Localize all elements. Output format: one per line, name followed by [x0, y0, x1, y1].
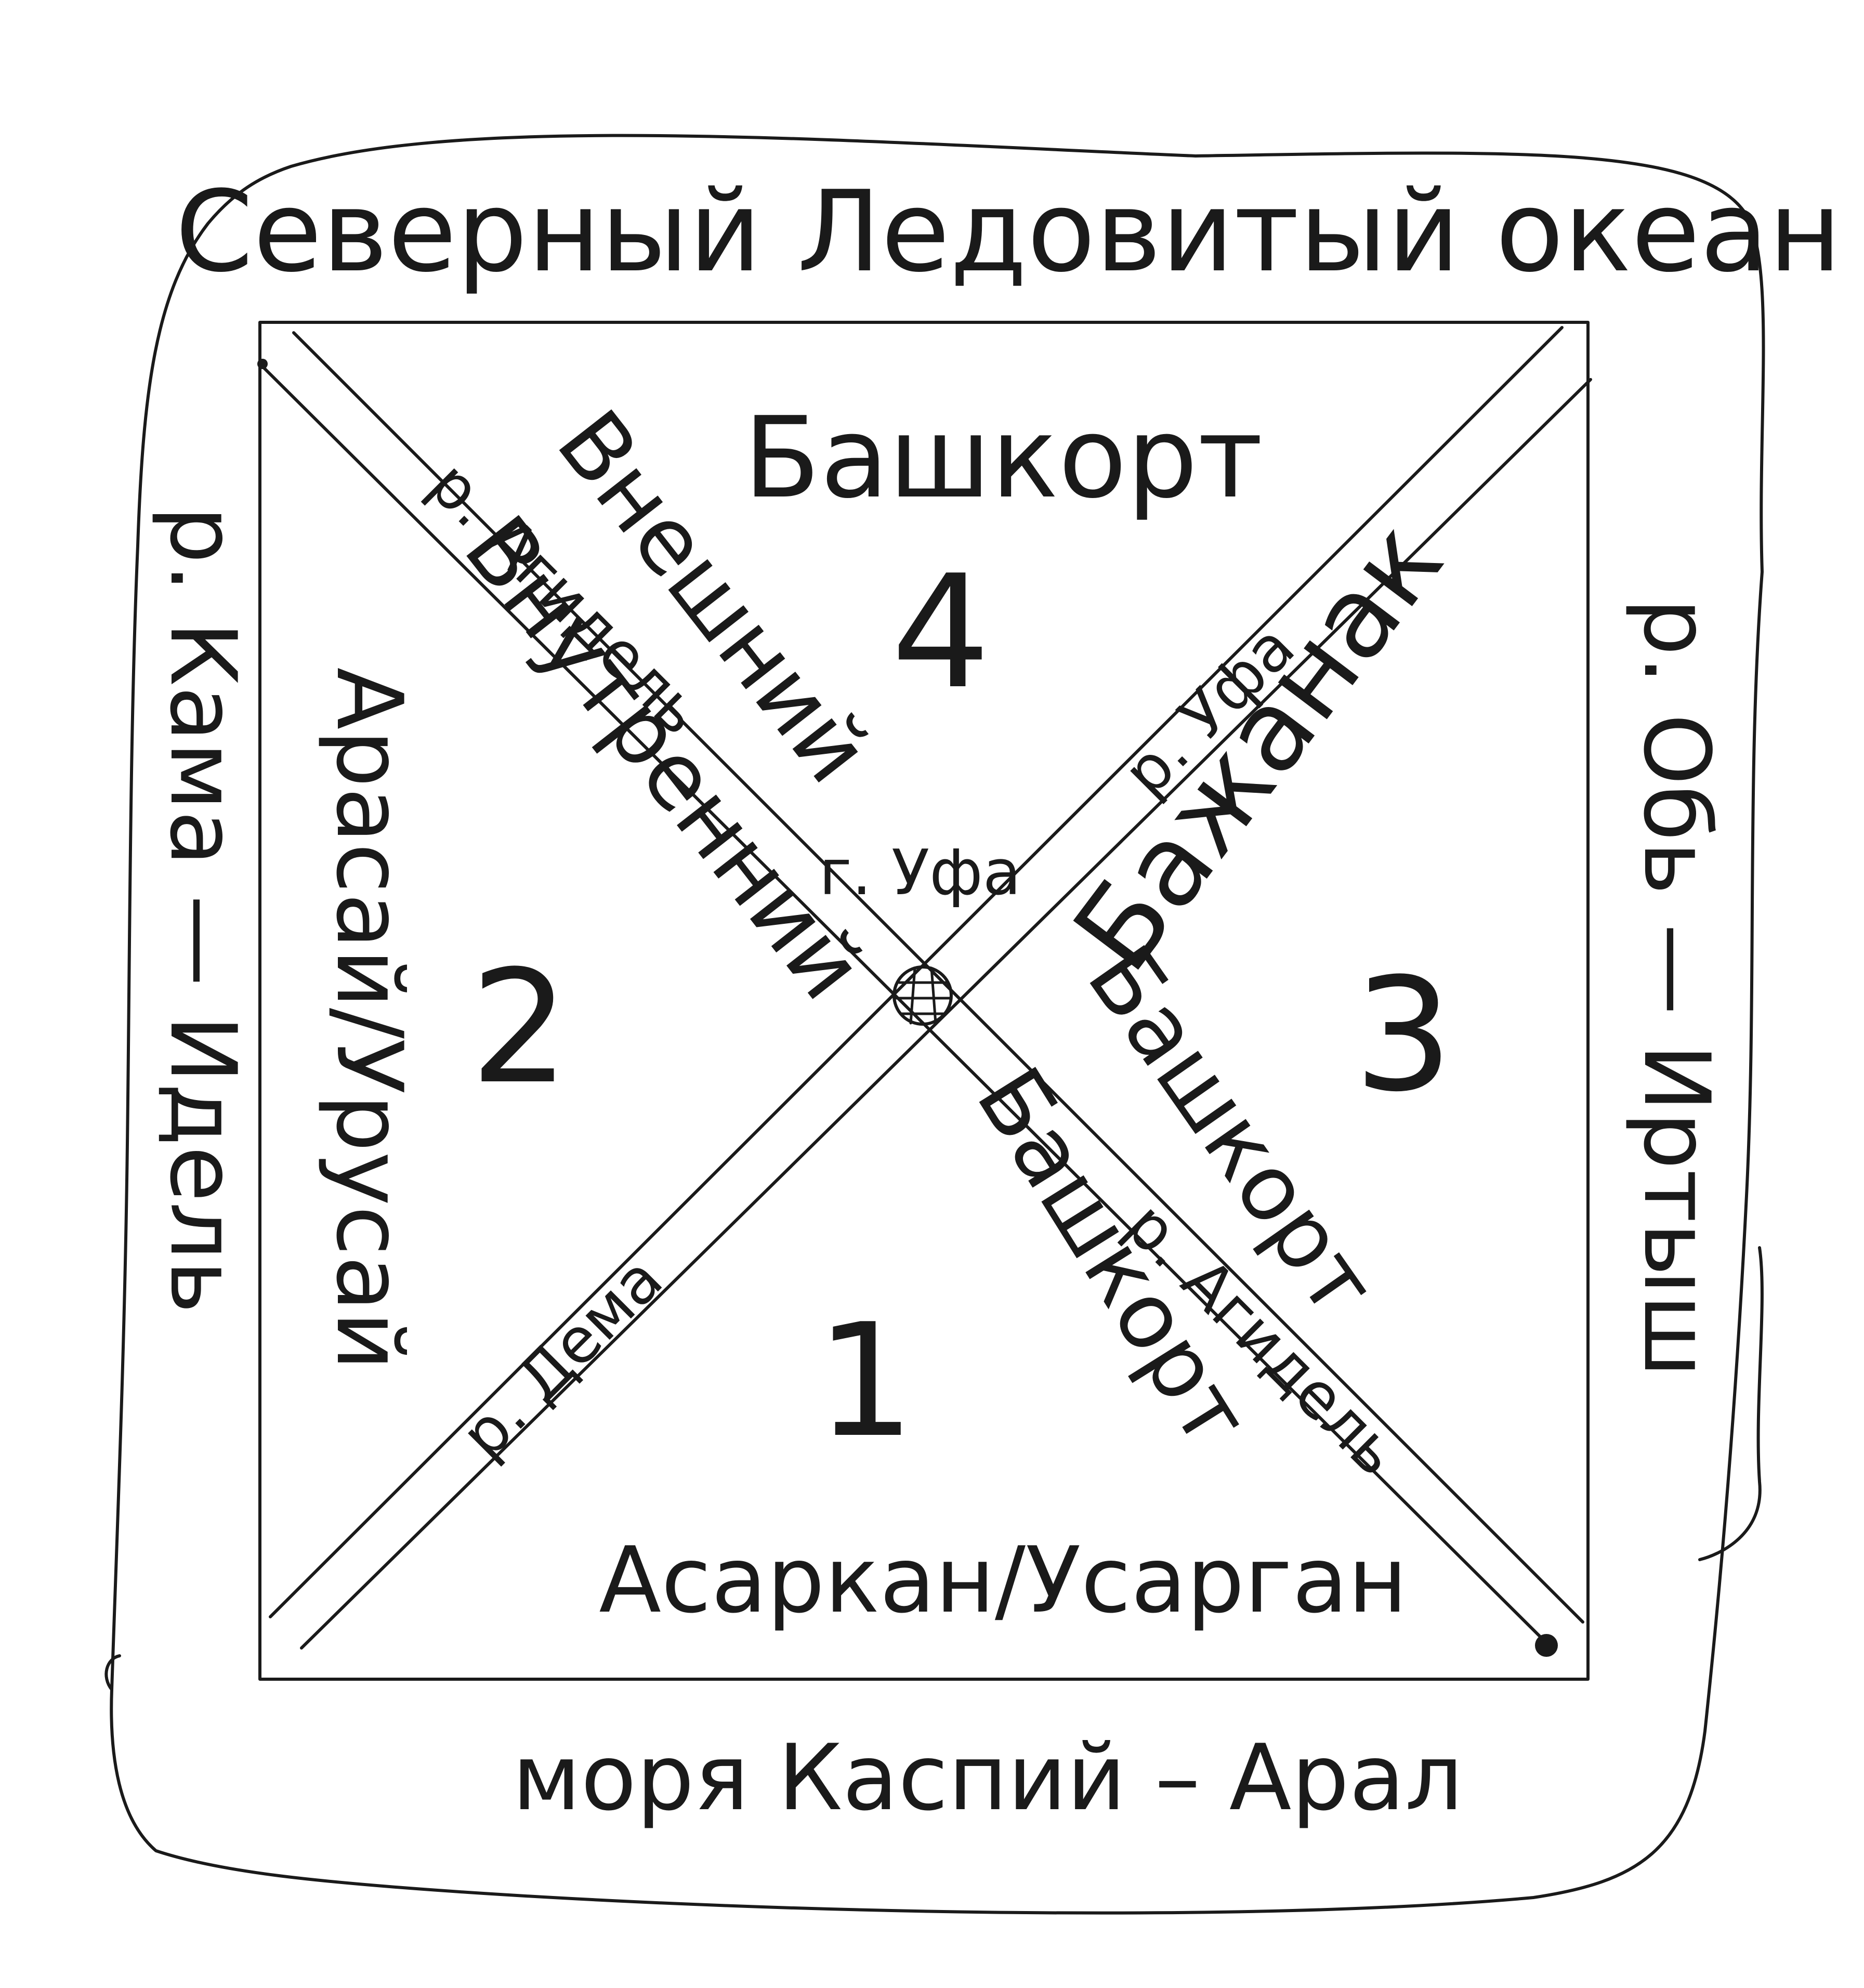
territory-square: [258, 321, 1590, 1681]
sector-4-name: Башкорт: [743, 393, 1263, 523]
sector-2-name: Арасай/Урусай: [316, 668, 422, 1371]
sector-1-name-asarkan: Асаркан/Усарган: [599, 1528, 1407, 1633]
ufa-city-mark: [892, 965, 953, 1026]
river-dema-label: р. Дема: [448, 1243, 677, 1472]
boundary-hook-right: [1698, 1246, 1764, 1561]
sector-1-number: 1: [816, 1290, 915, 1472]
boundary-hook-left: [104, 1654, 121, 1691]
ufa-city-label: г. Уфа: [819, 837, 1021, 909]
east-border-label: р. Обь — Иртыш: [1623, 598, 1729, 1378]
south-border-label: моря Каспий – Арал: [512, 1725, 1463, 1831]
west-border-label: р. Кама — Идель: [150, 506, 255, 1314]
river-agidel-band-left: [258, 362, 1556, 1652]
north-border-label: Северный Ледовитый океан: [175, 166, 1842, 297]
sector-2-number: 2: [470, 937, 570, 1118]
river-dema-ufa-band-left: [269, 326, 1564, 1618]
sector-3-name-bajanak: Бажанак: [1048, 498, 1467, 995]
nw-endpoint-dot: [257, 359, 268, 369]
river-agidel-band-right: [292, 331, 1584, 1624]
outer-boundary: [110, 134, 1765, 1915]
se-endpoint-dot: [1535, 1634, 1558, 1657]
sector-3-number: 3: [1354, 945, 1453, 1126]
sector-4-number: 4: [891, 542, 991, 723]
